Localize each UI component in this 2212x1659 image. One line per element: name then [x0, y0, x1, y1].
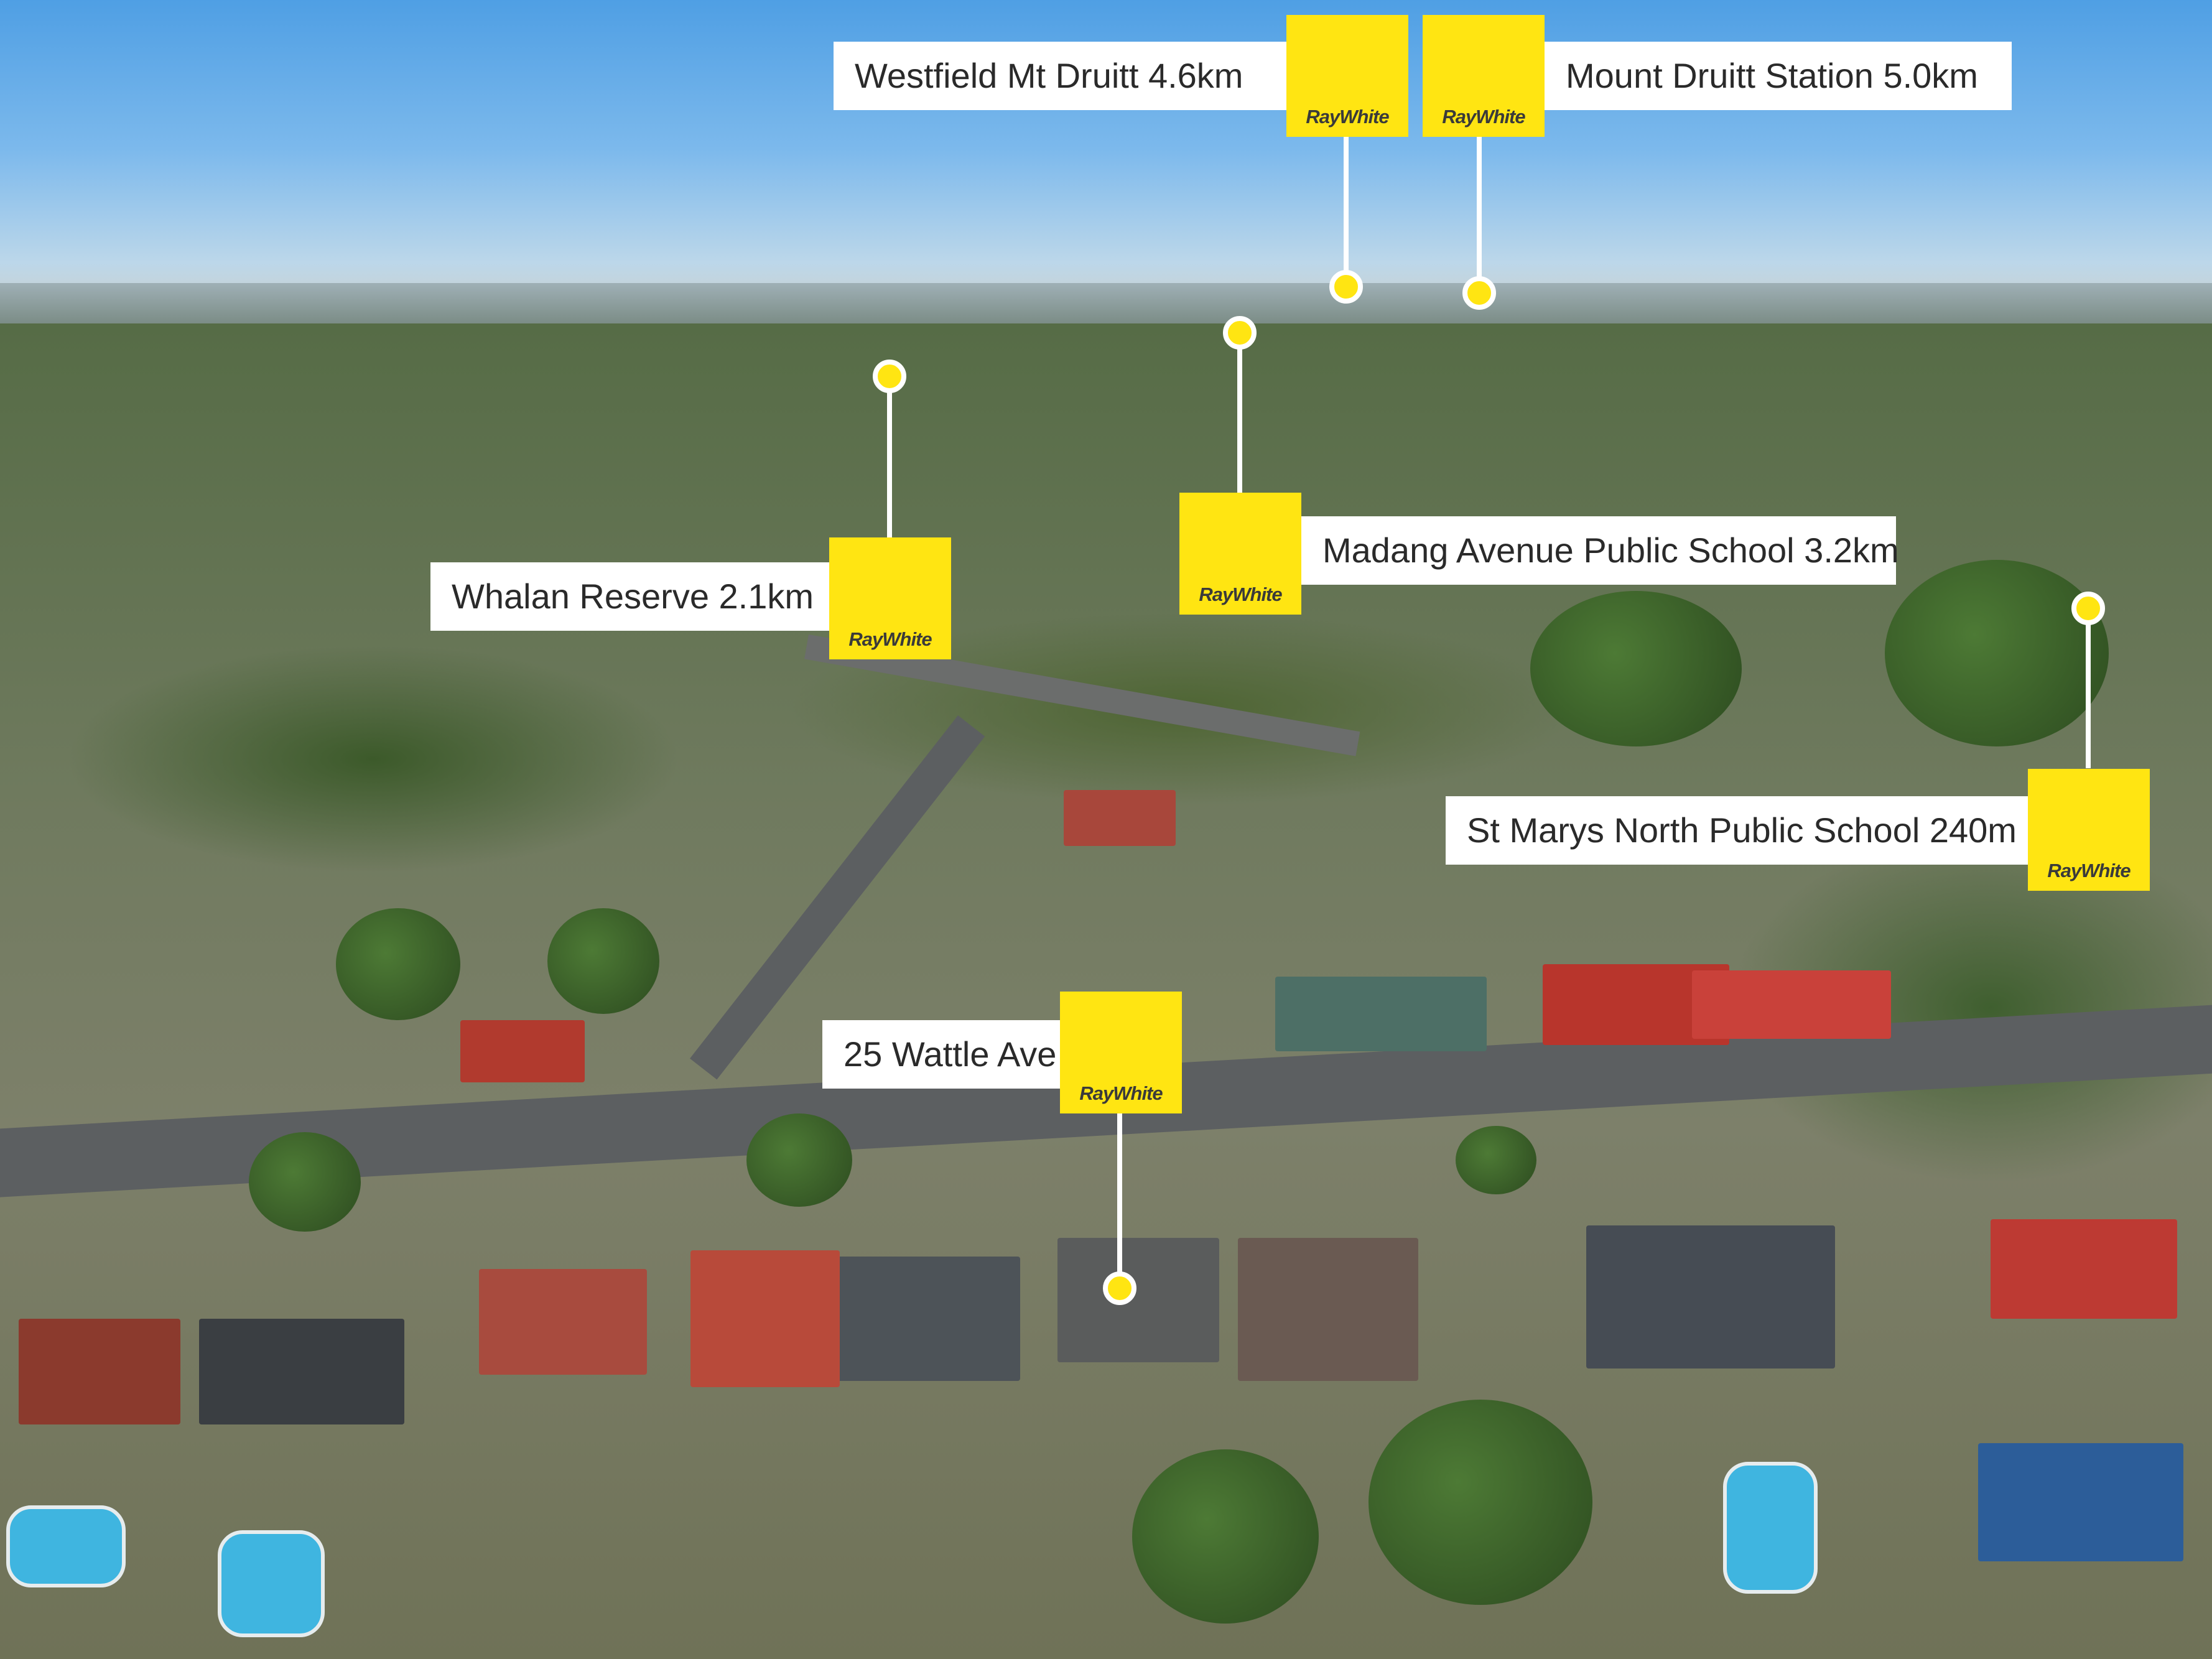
house-roof	[1238, 1238, 1418, 1381]
raywhite-logo-icon: RayWhite	[829, 537, 951, 659]
location-pin-icon	[1329, 270, 1363, 304]
location-pin-icon	[1103, 1271, 1136, 1305]
location-pin-icon	[1462, 276, 1496, 310]
swimming-pool	[218, 1530, 325, 1637]
marker-connector	[1117, 1113, 1122, 1281]
house-roof	[460, 1020, 585, 1082]
marker-label: Whalan Reserve 2.1km	[430, 562, 829, 631]
tree	[249, 1132, 361, 1232]
house-roof	[1064, 790, 1176, 846]
raywhite-logo-icon: RayWhite	[1179, 493, 1301, 615]
marker-connector	[2086, 613, 2091, 768]
marker-label: Madang Avenue Public School 3.2km	[1301, 516, 1899, 585]
raywhite-logo-text: RayWhite	[848, 628, 932, 650]
marker-connector	[1344, 136, 1349, 285]
house-roof	[1275, 977, 1487, 1051]
raywhite-logo-text: RayWhite	[1442, 106, 1525, 128]
tree	[547, 908, 659, 1014]
house-roof	[1991, 1219, 2177, 1319]
raywhite-logo-icon: RayWhite	[1423, 15, 1545, 137]
house-roof	[199, 1319, 404, 1424]
swimming-pool	[1723, 1462, 1818, 1594]
house-roof	[690, 1250, 840, 1387]
marker-connector	[887, 373, 892, 541]
raywhite-logo-text: RayWhite	[2047, 860, 2131, 881]
tree	[1132, 1449, 1319, 1624]
location-pin-icon	[873, 360, 906, 393]
swimming-pool	[6, 1505, 126, 1587]
house-roof	[479, 1269, 647, 1375]
tree	[336, 908, 460, 1020]
tree	[1885, 560, 2109, 746]
tree	[1456, 1126, 1536, 1194]
house-roof	[1057, 1238, 1219, 1362]
house-roof	[1978, 1443, 2183, 1561]
marker-label: Westfield Mt Druitt 4.6km	[834, 42, 1288, 110]
raywhite-logo-icon: RayWhite	[2028, 769, 2150, 891]
house-roof	[1692, 970, 1891, 1039]
raywhite-logo-text: RayWhite	[1306, 106, 1389, 128]
tree	[1369, 1400, 1592, 1605]
raywhite-logo-text: RayWhite	[1199, 583, 1282, 605]
tree	[746, 1113, 852, 1207]
raywhite-logo-icon: RayWhite	[1060, 992, 1182, 1113]
marker-connector	[1237, 317, 1242, 498]
tree	[1530, 591, 1742, 746]
house-roof	[834, 1257, 1020, 1381]
raywhite-logo-icon: RayWhite	[1286, 15, 1408, 137]
house-roof	[1586, 1225, 1835, 1369]
raywhite-logo-text: RayWhite	[1079, 1082, 1163, 1104]
marker-connector	[1477, 136, 1482, 295]
location-pin-icon	[1223, 316, 1257, 350]
marker-label: Mount Druitt Station 5.0km	[1545, 42, 2012, 110]
location-pin-icon	[2071, 592, 2105, 625]
marker-label: St Marys North Public School 240m	[1446, 796, 2028, 865]
house-roof	[19, 1319, 180, 1424]
marker-label: 25 Wattle Ave	[822, 1020, 1060, 1089]
